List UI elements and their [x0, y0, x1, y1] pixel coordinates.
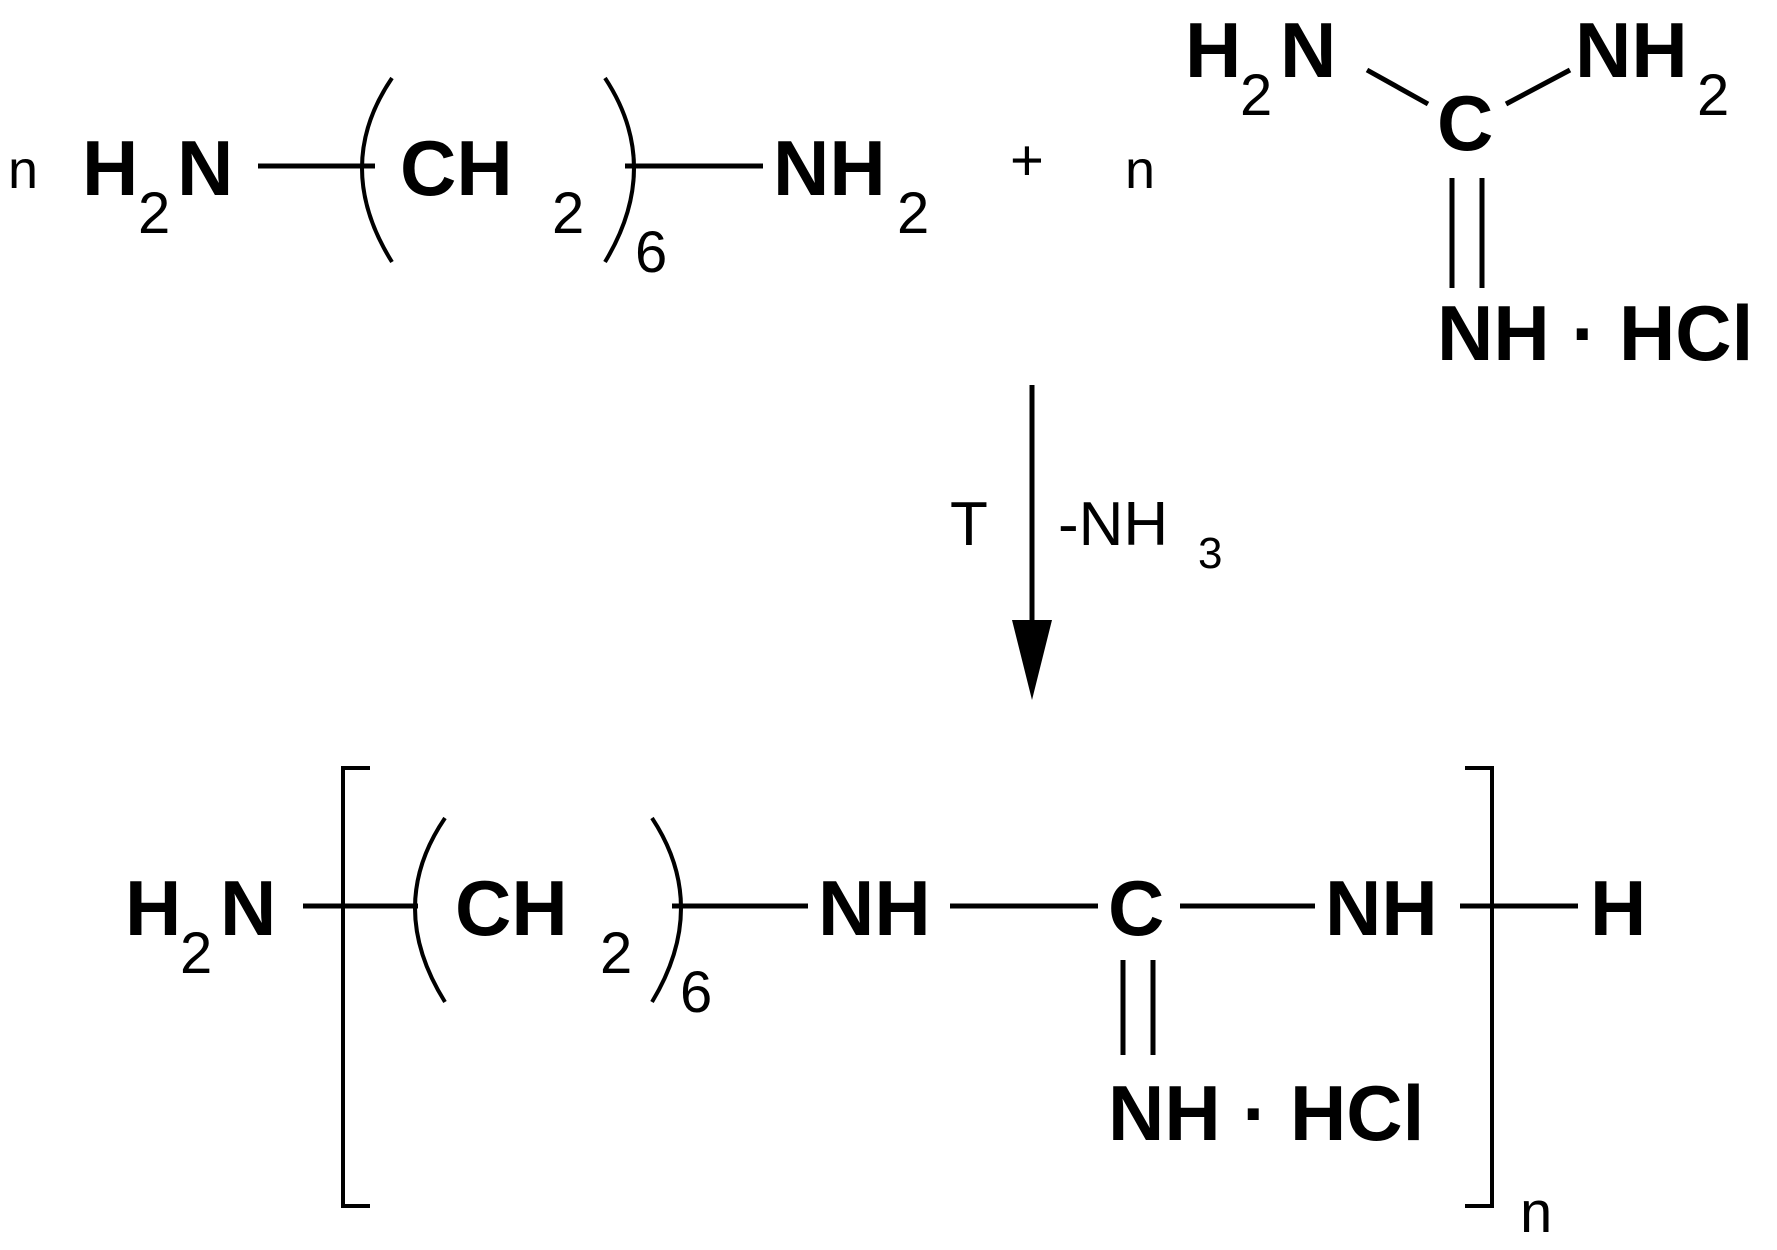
- product-repeat-count: 6: [680, 960, 712, 1025]
- amine-nh-subscript: 2: [897, 181, 929, 246]
- product-methylene-ch: CH: [455, 864, 568, 952]
- product-end-group-h: H: [1590, 864, 1646, 952]
- amine-n: N: [177, 124, 233, 212]
- repeat-count: 6: [635, 220, 667, 285]
- guanidine-carbon: C: [1437, 79, 1493, 167]
- right-square-bracket: [1465, 766, 1494, 1208]
- plus-sign: +: [1010, 128, 1044, 193]
- byproduct-ammonia: -NH: [1058, 490, 1168, 559]
- methylene-subscript: 2: [552, 181, 584, 246]
- bond-left-n-c: [1365, 67, 1430, 107]
- product-left-paren: [413, 816, 447, 1004]
- arrow-head: [1012, 620, 1052, 700]
- product-guanidine-carbon: C: [1108, 864, 1164, 952]
- reactant-guanidine-hydrochloride: n H 2 N NH 2 C NH · HCl: [1125, 6, 1753, 377]
- product-end-n: N: [220, 864, 276, 952]
- reaction-condition-temperature: T: [950, 490, 988, 559]
- byproduct-subscript: 3: [1198, 529, 1222, 578]
- amine-h-subscript: 2: [138, 181, 170, 246]
- guanidine-left-h: H: [1185, 6, 1241, 94]
- bond-c-right-n: [1504, 67, 1572, 107]
- reactant-1-coefficient: n: [8, 140, 38, 200]
- product-right-paren: [650, 816, 683, 1004]
- guanidine-left-subscript: 2: [1240, 63, 1272, 128]
- product-amine-2: NH: [1325, 864, 1438, 952]
- reactant-2-coefficient: n: [1125, 140, 1155, 200]
- methylene-ch: CH: [400, 124, 513, 212]
- amine-nh: NH: [773, 124, 886, 212]
- reaction-arrow: T -NH 3: [950, 385, 1222, 700]
- guanidine-right-nh: NH: [1575, 6, 1688, 94]
- guanidine-right-subscript: 2: [1697, 63, 1729, 128]
- product-end-subscript: 2: [180, 921, 212, 986]
- reactant-hexamethylenediamine: n H 2 N CH 2 6 NH 2: [8, 76, 929, 285]
- product-amine-1: NH: [818, 864, 931, 952]
- product-imine-salt: NH · HCl: [1108, 1069, 1424, 1157]
- right-paren: [603, 76, 636, 264]
- amine-h: H: [82, 124, 138, 212]
- guanidine-left-n: N: [1280, 6, 1336, 94]
- degree-of-polymerization: n: [1520, 1180, 1552, 1245]
- product-methylene-subscript: 2: [600, 921, 632, 986]
- left-square-bracket: [341, 766, 370, 1208]
- left-paren: [360, 76, 394, 264]
- guanidine-imine-salt: NH · HCl: [1437, 289, 1753, 377]
- product-end-h: H: [125, 864, 181, 952]
- product-polymer: H 2 N CH 2 6 NH C NH H NH · HCl n: [125, 766, 1646, 1245]
